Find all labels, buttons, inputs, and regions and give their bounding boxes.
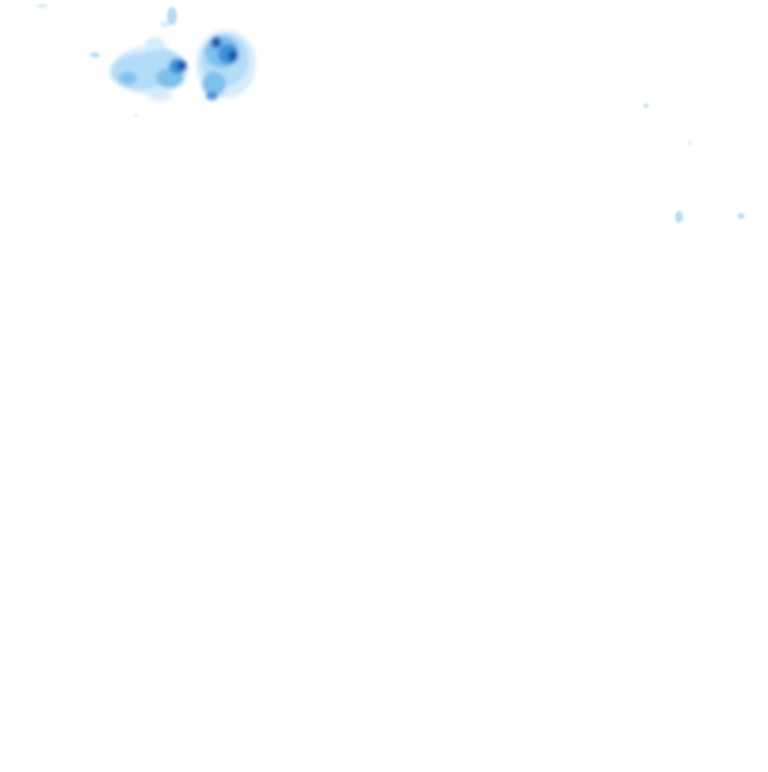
right-lobe-cluster xyxy=(196,30,256,100)
isolated-specks xyxy=(36,4,745,223)
left-lobe-cluster xyxy=(110,37,188,101)
upper-streak xyxy=(160,7,177,27)
